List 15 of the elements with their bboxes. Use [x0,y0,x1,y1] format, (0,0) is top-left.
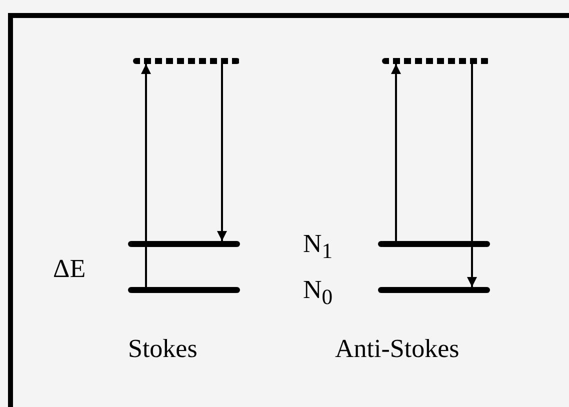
virtual-level-line [133,58,240,64]
energy-gap-label: ΔE [53,256,86,282]
energy-level-line [378,241,490,247]
level-label: N$_{0}$ [303,277,333,309]
level-label: N$_{1}$ [303,231,333,263]
energy-level-line [128,241,240,247]
process-label: Anti-Stokes [335,336,460,362]
energy-level-line [128,287,240,293]
virtual-level-line [382,58,490,64]
process-label: Stokes [128,336,198,362]
arrow [467,64,477,287]
arrow [217,64,227,241]
arrow [141,64,151,287]
energy-level-line [378,287,490,293]
arrow [391,64,401,241]
